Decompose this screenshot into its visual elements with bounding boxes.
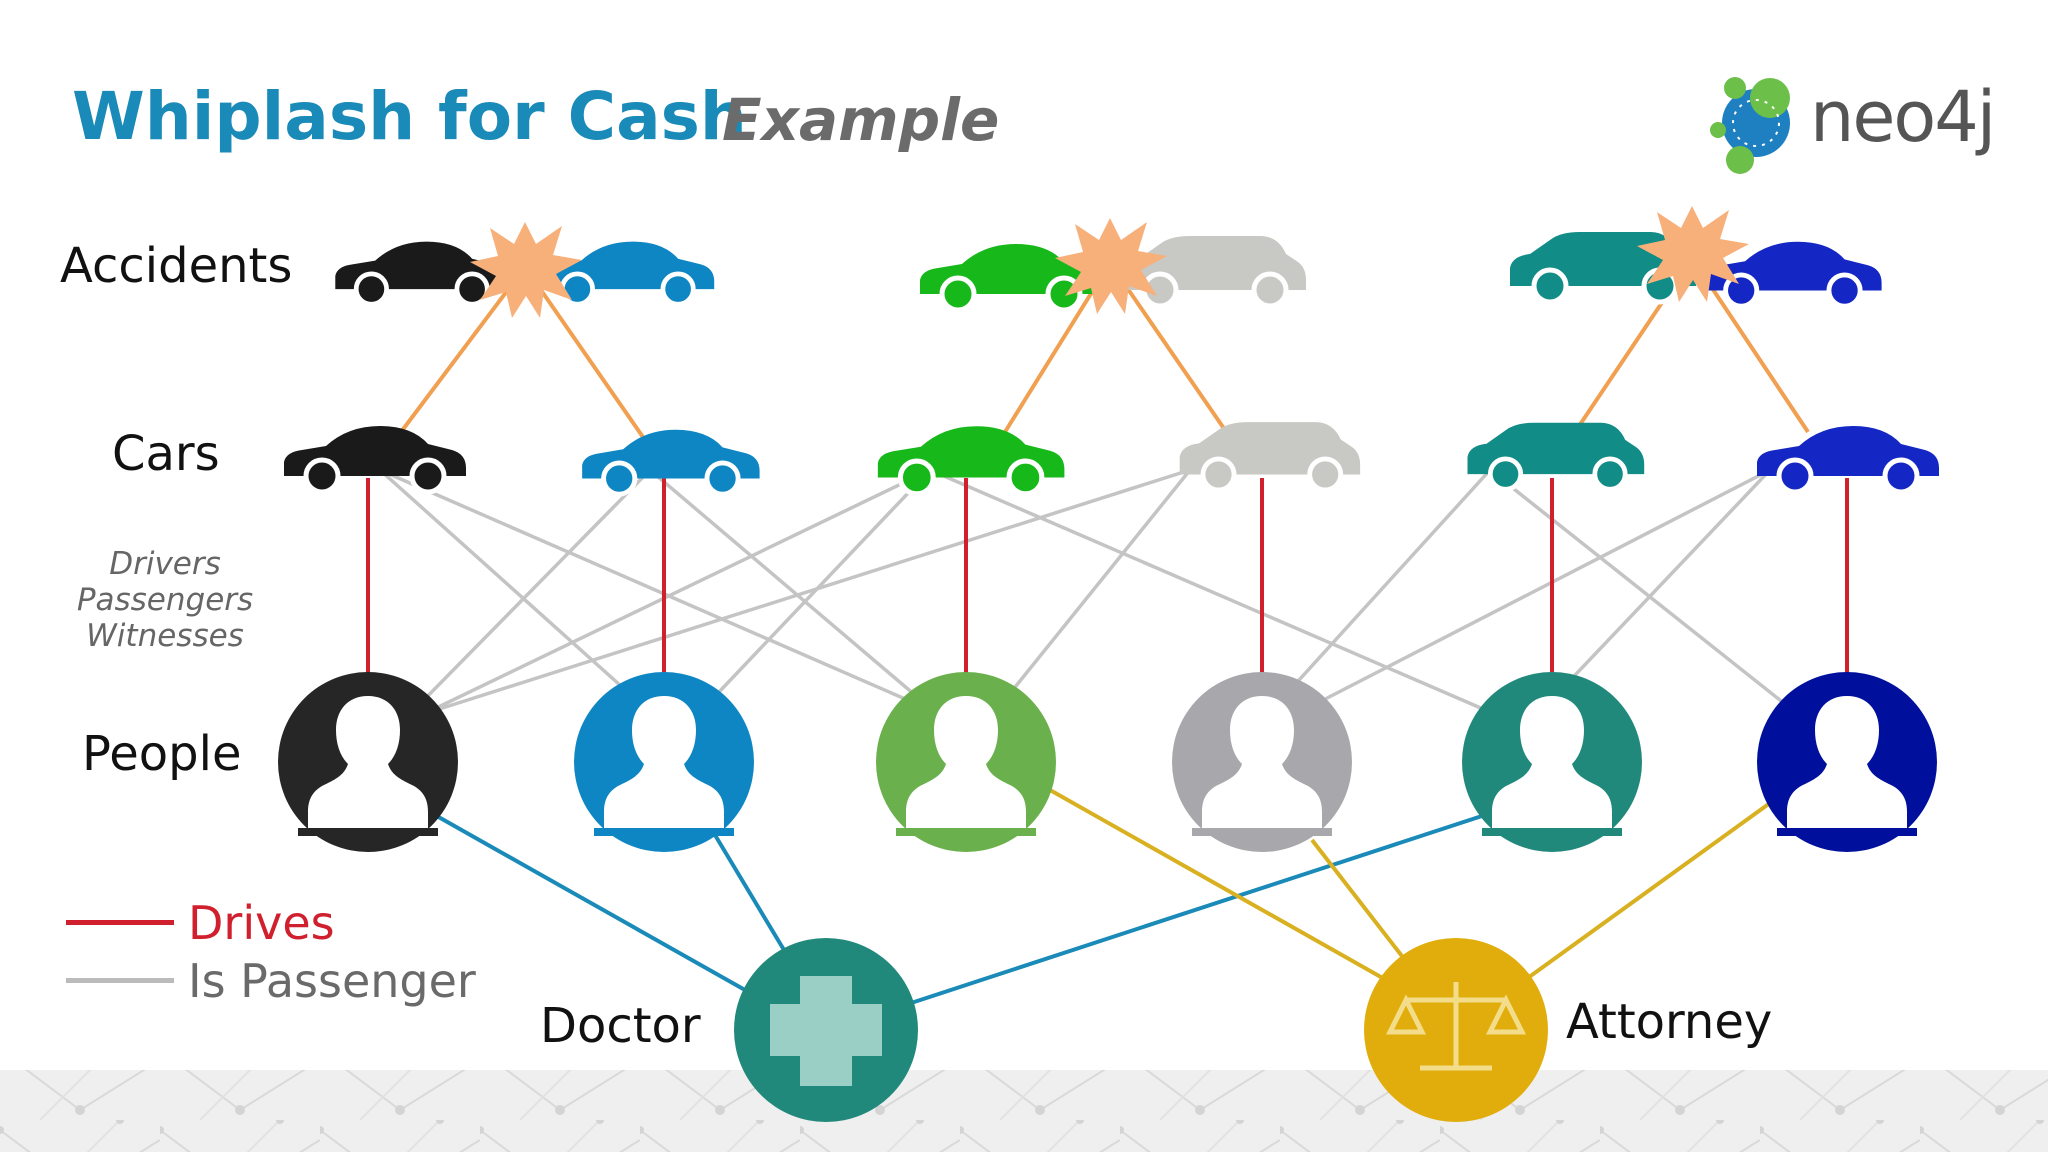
- attorney-link: [1523, 801, 1772, 982]
- doctor-links: [434, 813, 1486, 1007]
- accident-link: [393, 265, 527, 442]
- attorney-link: [1049, 788, 1396, 987]
- neo4j-logo-mark-icon: [1710, 77, 1790, 174]
- person-navy: [1757, 672, 1937, 852]
- legend-drives-label: Drives: [188, 896, 335, 950]
- background-network-pattern: [0, 1070, 2048, 1152]
- passenger-link: [648, 468, 937, 714]
- doctor-link: [904, 813, 1486, 1007]
- impact-burst-icon: [1637, 206, 1749, 302]
- row-label-people: People: [82, 726, 242, 782]
- accident-link: [523, 265, 647, 442]
- accident-car-black: [335, 242, 508, 305]
- passenger-link: [1268, 468, 1492, 714]
- passenger-link: [429, 468, 1191, 714]
- doctor-link: [434, 813, 746, 992]
- neo4j-logo: neo4j: [1700, 68, 2000, 178]
- neo4j-logo-text: neo4j: [1810, 76, 1996, 158]
- person-green: [876, 672, 1056, 852]
- passenger-link: [1538, 468, 1772, 714]
- attorney-link: [1310, 838, 1407, 962]
- person-gray: [1172, 672, 1352, 852]
- passenger-link: [1299, 468, 1771, 714]
- passenger-link: [929, 468, 1491, 714]
- accident-car-gray: [1120, 236, 1306, 306]
- row-label-cars: Cars: [112, 426, 220, 482]
- relationship-types: Drivers Passengers Witnesses: [70, 546, 260, 654]
- people-row: [278, 672, 1937, 852]
- doctor-node: [734, 938, 918, 1122]
- legend-drives-swatch: [66, 920, 174, 925]
- legend-is-passenger-label: Is Passenger: [188, 954, 476, 1008]
- person-lightblue: [574, 672, 754, 852]
- passenger-link: [993, 468, 1192, 714]
- relationship-label-drivers: Drivers: [109, 546, 221, 582]
- relationship-label-passengers: Passengers: [76, 582, 254, 618]
- doctor-label: Doctor: [540, 998, 701, 1054]
- row-label-accidents: Accidents: [60, 238, 293, 294]
- attorney-label: Attorney: [1566, 994, 1773, 1050]
- doctor-link: [710, 828, 792, 962]
- attorney-links: [1049, 788, 1772, 987]
- passenger-link: [378, 468, 652, 714]
- passenger-link: [410, 468, 652, 714]
- accident-link: [1108, 261, 1227, 432]
- impact-burst-icon: [470, 222, 582, 318]
- medical-cross-icon: [770, 976, 882, 1086]
- scales-of-justice-icon: [1385, 982, 1527, 1071]
- car-teal: [1468, 423, 1645, 490]
- passenger-link: [379, 468, 936, 714]
- slide-title: Whiplash for Cash: [72, 78, 747, 155]
- drives-links: [366, 478, 1849, 680]
- slide-subtitle: Example: [722, 86, 1000, 154]
- accident-1: [335, 222, 714, 318]
- passenger-links: [378, 468, 1797, 714]
- person-teal: [1462, 672, 1642, 852]
- car-gray: [1180, 422, 1360, 490]
- car-lightblue: [582, 430, 759, 494]
- car-row: [284, 422, 1939, 494]
- relationship-label-witnesses: Witnesses: [86, 618, 244, 654]
- accident-3: [1510, 206, 1882, 306]
- car-green: [878, 426, 1065, 494]
- legend-is-passenger-swatch: [66, 978, 174, 983]
- car-black: [284, 426, 466, 492]
- attorney-node: [1364, 938, 1548, 1122]
- accident-2: [920, 218, 1306, 314]
- passenger-link: [427, 468, 931, 714]
- passenger-link: [1488, 468, 1797, 714]
- impact-burst-icon: [1055, 218, 1167, 314]
- person-black: [278, 672, 458, 852]
